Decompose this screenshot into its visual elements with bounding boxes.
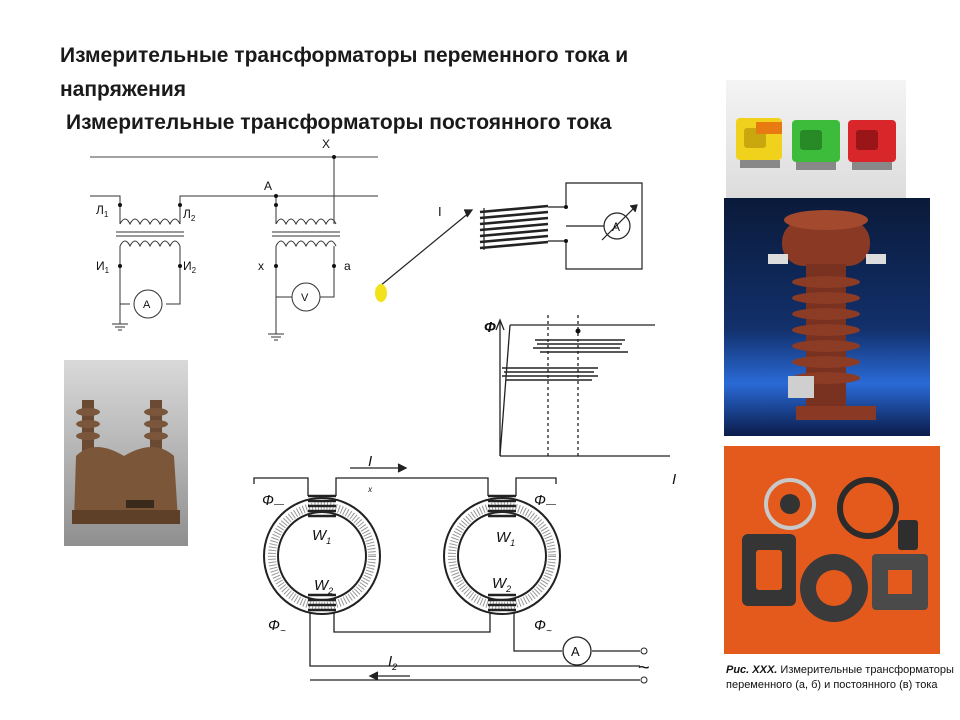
- label-W1-left: W1: [312, 527, 331, 546]
- hysteresis-ylabel: Ф: [484, 319, 496, 336]
- label-W2-right: W2: [492, 575, 511, 594]
- caption-bold: Рис. XXX.: [726, 664, 778, 676]
- caption-text: Измерительные трансформаторы переменного…: [726, 664, 954, 691]
- magamp-coils: [308, 494, 516, 612]
- ammeter-label-dc: A: [612, 220, 620, 234]
- dc-ct-schematic: [379, 182, 643, 287]
- label-current-I: I: [438, 204, 442, 219]
- label-A: A: [264, 179, 272, 193]
- label-phi-right-top: Ф—: [534, 492, 557, 510]
- label-phi-right-bot: Ф~: [534, 617, 552, 637]
- ct-schematic: [90, 156, 378, 331]
- hysteresis-graph: [495, 315, 670, 457]
- ammeter-label-magamp: A: [571, 644, 580, 659]
- label-phi-left-bot: Ф~: [268, 617, 286, 637]
- voltmeter-label: V: [301, 292, 309, 304]
- photo-dc-current-transformers: [724, 446, 940, 654]
- label-a: a: [344, 259, 351, 273]
- label-I1: И1: [96, 259, 110, 275]
- photo-voltage-transformer: [64, 360, 188, 546]
- label-L2: Л2: [183, 207, 196, 223]
- ammeter-label-ct: A: [143, 299, 151, 311]
- yellow-dot: [375, 284, 387, 302]
- label-x: x: [258, 259, 264, 273]
- figure-caption: Рис. XXX. Измерительные трансформаторы п…: [726, 663, 956, 693]
- title-line-1: Измерительные трансформаторы переменного…: [60, 44, 629, 67]
- title-line-3: Измерительные трансформаторы постоянного…: [66, 111, 612, 134]
- label-I2: И2: [183, 259, 197, 275]
- label-L1: Л1: [96, 203, 109, 219]
- photo-high-voltage-transformer: [724, 198, 930, 436]
- photo-colored-current-transformers: [726, 80, 906, 200]
- vt-schematic: [268, 157, 340, 341]
- title-line-2: напряжения: [60, 78, 186, 101]
- label-I2: I2: [388, 653, 397, 672]
- label-W2-left: W2: [314, 577, 333, 596]
- ac-symbol: ~: [638, 657, 650, 679]
- label-W1-right: W1: [496, 529, 515, 548]
- label-phi-left-top: Ф—: [262, 492, 285, 510]
- label-X: X: [322, 137, 330, 151]
- hysteresis-xlabel: I: [672, 471, 676, 488]
